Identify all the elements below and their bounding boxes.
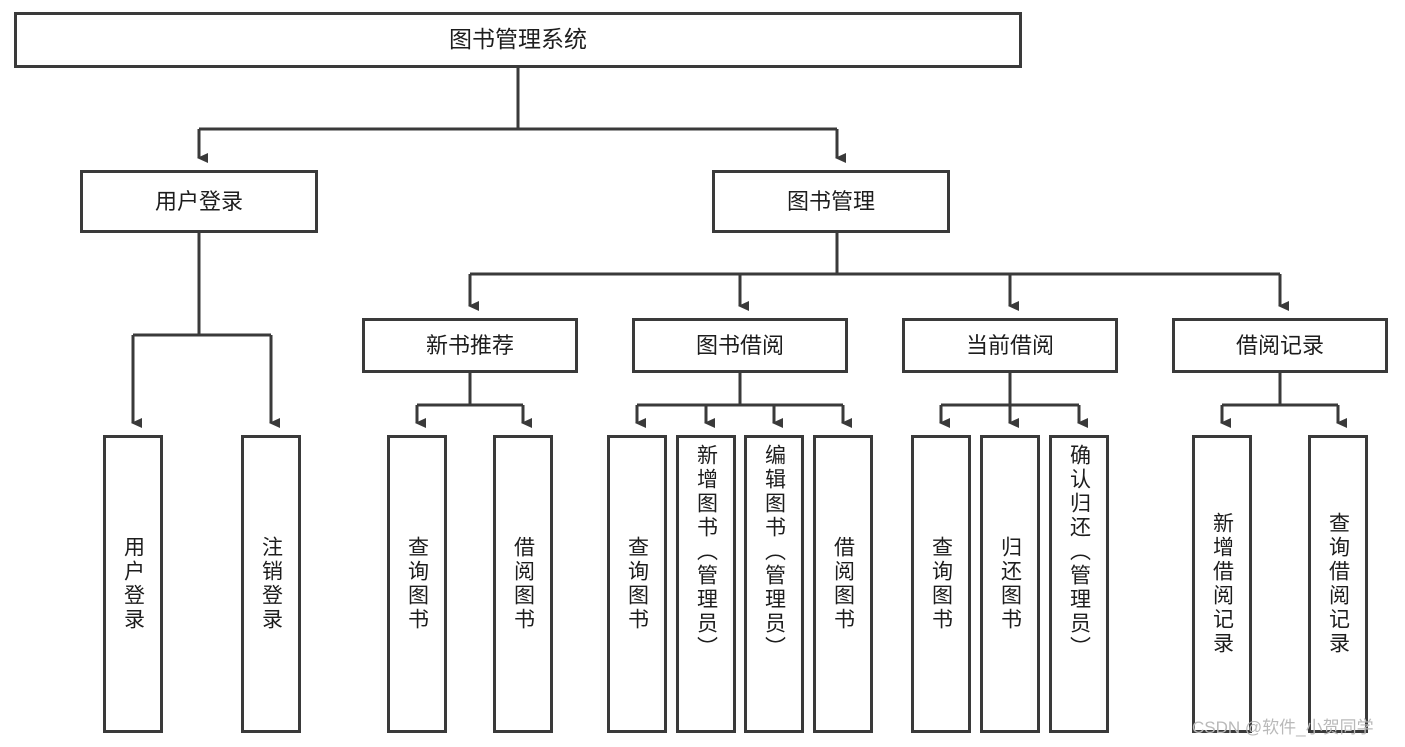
leaf-borrow-book-2[interactable]: 借阅图书 [813,435,873,733]
node-borrow-record[interactable]: 借阅记录 [1172,318,1388,373]
leaf-edit-book-label: 编辑图书（管理员） [762,444,786,660]
node-user-login[interactable]: 用户登录 [80,170,318,233]
watermark: CSDN @软件_小贺同学 [1192,718,1374,737]
leaf-borrow-book-1-label: 借阅图书 [511,536,535,632]
leaf-query-book-2[interactable]: 查询图书 [607,435,667,733]
node-current-borrow[interactable]: 当前借阅 [902,318,1118,373]
leaf-logout[interactable]: 注销登录 [241,435,301,733]
node-book-borrow-label: 图书借阅 [695,332,784,358]
node-root-label: 图书管理系统 [449,26,587,53]
leaf-query-record[interactable]: 查询借阅记录 [1308,435,1368,733]
leaf-return-book-label: 归还图书 [998,536,1022,632]
leaf-query-book-3[interactable]: 查询图书 [911,435,971,733]
node-borrow-record-label: 借阅记录 [1235,332,1324,358]
leaf-user-login-label: 用户登录 [121,536,145,632]
leaf-edit-book[interactable]: 编辑图书（管理员） [744,435,804,733]
leaf-confirm-return-label: 确认归还（管理员） [1067,444,1091,660]
leaf-add-record-label: 新增借阅记录 [1210,512,1234,656]
leaf-query-book-2-label: 查询图书 [625,536,649,632]
node-book-borrow[interactable]: 图书借阅 [632,318,848,373]
leaf-add-book-label: 新增图书（管理员） [694,444,718,660]
leaf-add-record[interactable]: 新增借阅记录 [1192,435,1252,733]
leaf-user-login[interactable]: 用户登录 [103,435,163,733]
leaf-borrow-book-1[interactable]: 借阅图书 [493,435,553,733]
leaf-query-book-3-label: 查询图书 [929,536,953,632]
node-current-borrow-label: 当前借阅 [965,332,1054,358]
leaf-query-book-1[interactable]: 查询图书 [387,435,447,733]
leaf-add-book[interactable]: 新增图书（管理员） [676,435,736,733]
node-root[interactable]: 图书管理系统 [14,12,1022,68]
leaf-borrow-book-2-label: 借阅图书 [831,536,855,632]
leaf-return-book[interactable]: 归还图书 [980,435,1040,733]
node-new-book-recommend[interactable]: 新书推荐 [362,318,578,373]
node-new-book-recommend-label: 新书推荐 [425,332,514,358]
leaf-confirm-return[interactable]: 确认归还（管理员） [1049,435,1109,733]
node-book-manage[interactable]: 图书管理 [712,170,950,233]
leaf-query-book-1-label: 查询图书 [405,536,429,632]
node-book-manage-label: 图书管理 [786,188,875,214]
leaf-query-record-label: 查询借阅记录 [1326,512,1350,656]
node-user-login-label: 用户登录 [154,188,243,214]
leaf-logout-label: 注销登录 [259,536,283,632]
